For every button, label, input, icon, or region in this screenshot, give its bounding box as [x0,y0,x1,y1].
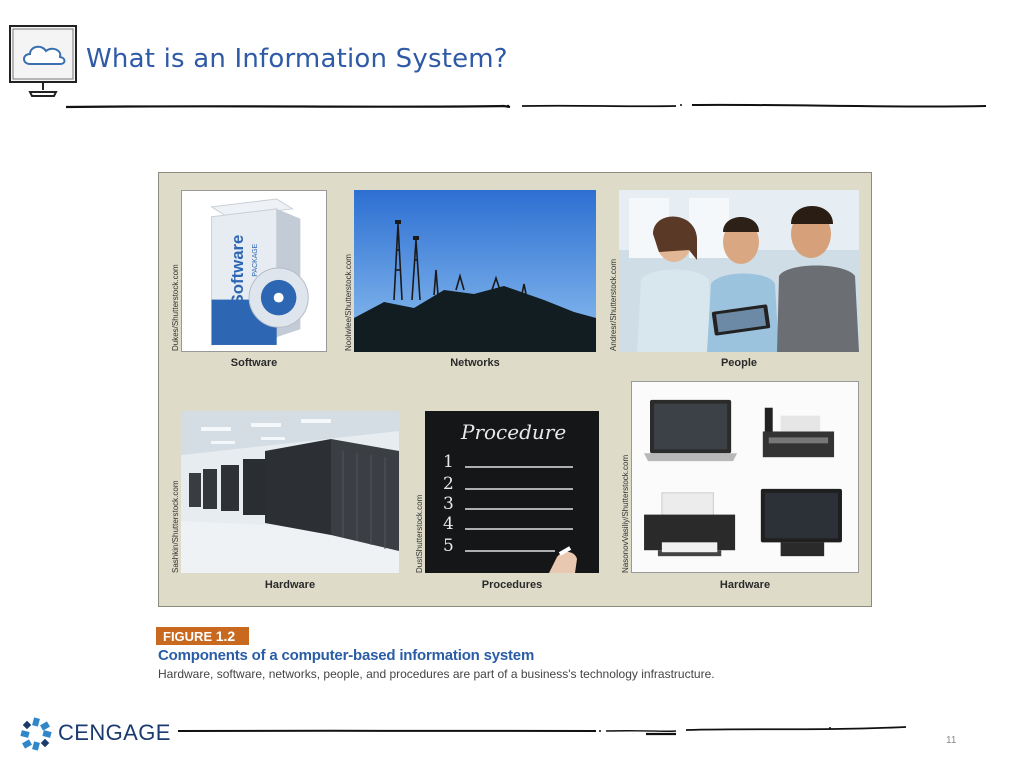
tile-label-hardware-devices: Hardware [719,579,771,591]
datacenter-image [181,411,399,573]
tile-label-people: People [720,357,758,369]
tile-label-networks: Networks [450,357,500,369]
title-divider [64,98,988,114]
figure-tag: FIGURE 1.2 [156,627,249,645]
figure-tag-prefix: FIGURE [163,629,213,644]
cloud-monitor-icon [8,24,80,106]
tile-label-procedures: Procedures [481,579,543,591]
footer-divider [176,722,908,738]
figure-caption: Components of a computer-based informati… [158,647,535,664]
chalkboard-number: 2 [443,474,454,494]
chalkboard-number: 1 [443,452,454,472]
tile-label-hardware: Hardware [264,579,316,591]
people-image [619,190,859,352]
figure-tag-number: 1.2 [215,628,236,644]
networks-image [354,190,596,352]
photo-credit: DustShutterstock.com [415,494,424,573]
box-software-text: Software [228,235,247,306]
photo-credit: Noolwlee/Shutterstock.com [344,254,353,351]
chalkboard-number: 5 [443,536,454,556]
procedure-chalkboard-image: Procedure 1 2 3 4 5 [425,411,599,573]
devices-image [631,381,859,573]
chalkboard-number: 3 [443,494,454,514]
cengage-logo-icon [18,716,54,752]
chalkboard-number: 4 [443,514,454,534]
photo-credit: Sashkin/Shutterstock.com [171,480,180,573]
page-number: 11 [946,735,957,746]
tile-label-software: Software [230,357,278,369]
chalkboard-heading: Procedure [460,420,566,444]
photo-credit: Andresr/Shutterstock.com [609,258,618,351]
photo-credit: NasonovVasiliy/Shutterstock.com [621,454,630,573]
cengage-wordmark: CENGAGE [58,720,171,745]
software-image: Software PACKAGE [181,190,327,352]
figure-panel: Software PACKAGE Dukes/Shutterstock.com … [158,172,872,607]
box-package-text: PACKAGE [252,243,259,276]
photo-credit: Dukes/Shutterstock.com [171,264,180,351]
figure-subcaption: Hardware, software, networks, people, an… [158,667,715,681]
slide-title: What is an Information System? [86,44,508,74]
